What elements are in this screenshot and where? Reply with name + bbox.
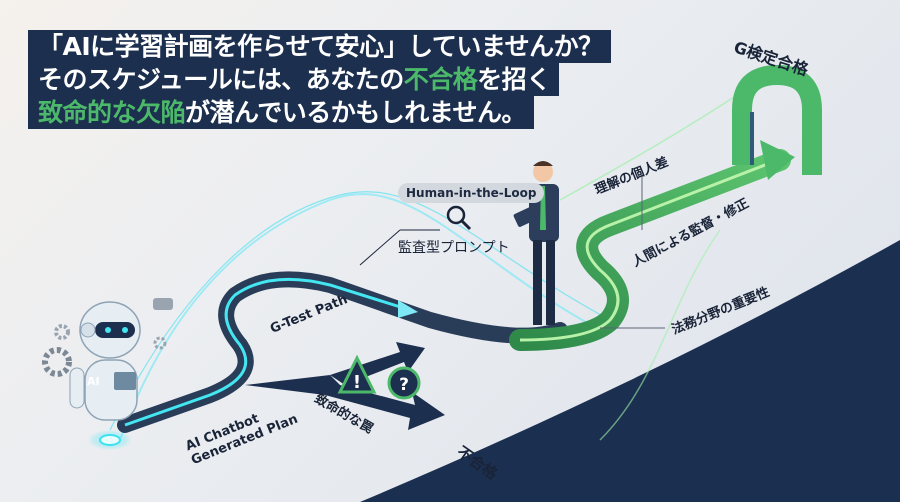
headline-box: 「AIに学習計画を作らせて安心」していませんか？ そのスケジュールには、あなたの… bbox=[28, 30, 611, 129]
hitl-badge: Human-in-the-Loop bbox=[398, 183, 545, 203]
robot-ai-badge: AI bbox=[87, 375, 100, 388]
navy-floor bbox=[360, 240, 900, 502]
chat-bubble-icon bbox=[153, 298, 173, 310]
goal-arch bbox=[732, 64, 822, 175]
audit-prompt-label: 監査型プロンプト bbox=[398, 240, 510, 256]
ai-robot bbox=[69, 301, 141, 421]
headline-line-2: そのスケジュールには、あなたの不合格を招く bbox=[28, 63, 559, 96]
magnifier-icon bbox=[446, 205, 466, 225]
headline-line-1: 「AIに学習計画を作らせて安心」していませんか？ bbox=[28, 30, 611, 63]
question-bubble-icon bbox=[387, 366, 421, 400]
svg-text:!: ! bbox=[353, 372, 361, 393]
svg-text:?: ? bbox=[399, 375, 409, 395]
arrow-head bbox=[760, 140, 795, 180]
broken-path bbox=[245, 375, 445, 430]
warning-icon bbox=[337, 354, 377, 394]
headline-line-3: 致命的な欠陥が潜んでいるかもしれません。 bbox=[28, 96, 535, 129]
gear-icon bbox=[42, 347, 72, 377]
